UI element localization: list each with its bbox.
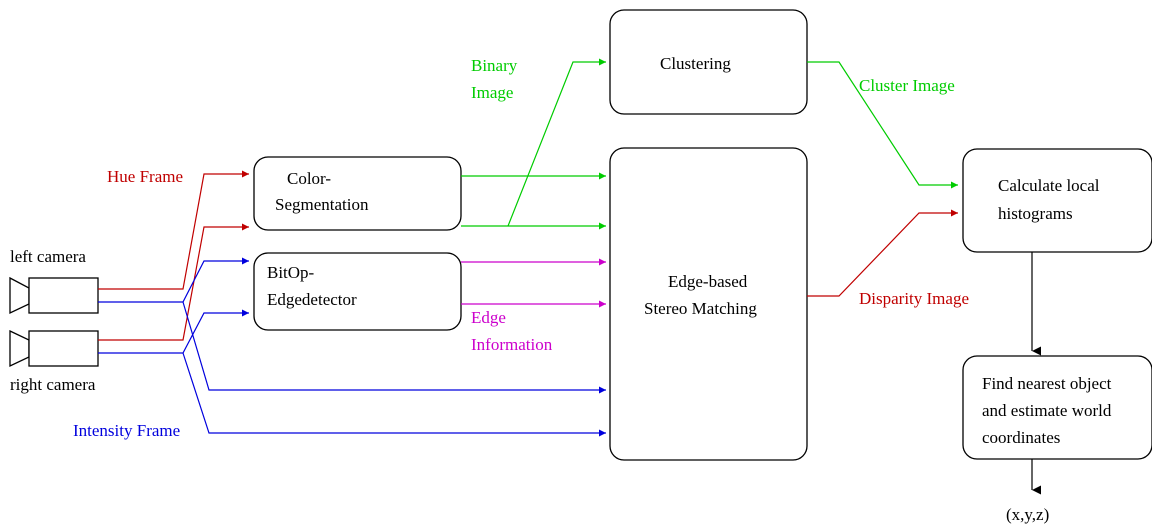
intensity-right-to-edgedetector-wire bbox=[98, 309, 249, 354]
nearest-object-label-2: and estimate world bbox=[982, 401, 1112, 420]
color-segmentation-label-1: Color- bbox=[287, 169, 331, 188]
hue-frame-right-wire bbox=[98, 223, 249, 341]
bitop-edgedetector-label-2: Edgedetector bbox=[267, 290, 357, 309]
disparity-image-wire bbox=[807, 209, 958, 297]
hue-frame-left-wire bbox=[98, 170, 249, 290]
stereo-matching-block bbox=[609, 147, 808, 461]
right-camera-icon bbox=[9, 329, 99, 368]
intensity-frame-label: Intensity Frame bbox=[73, 421, 180, 440]
stereo-matching-label-2: Stereo Matching bbox=[644, 299, 757, 318]
binary-image-label-1: Binary bbox=[471, 56, 518, 75]
clustering-label: Clustering bbox=[660, 54, 731, 73]
binary-image-to-clustering-wire bbox=[507, 58, 606, 227]
intensity-right-to-stereo-wire bbox=[182, 352, 606, 437]
color-segmentation-block bbox=[253, 156, 462, 231]
right-camera-label: right camera bbox=[10, 375, 96, 394]
nearest-object-label-1: Find nearest object bbox=[982, 374, 1112, 393]
edge-information-label-1: Edge bbox=[471, 308, 506, 327]
color-segmentation-label-2: Segmentation bbox=[275, 195, 369, 214]
output-coordinates-label: (x,y,z) bbox=[1006, 505, 1049, 524]
local-histograms-label-1: Calculate local bbox=[998, 176, 1100, 195]
left-camera-label: left camera bbox=[10, 247, 86, 266]
cluster-image-label: Cluster Image bbox=[859, 76, 955, 95]
bitop-edgedetector-label-1: BitOp- bbox=[267, 263, 315, 282]
binary-image-label-2: Image bbox=[471, 83, 513, 102]
left-camera-icon bbox=[9, 276, 99, 315]
cluster-image-wire bbox=[807, 61, 958, 189]
nearest-object-block bbox=[962, 355, 1152, 460]
nearest-object-label-3: coordinates bbox=[982, 428, 1060, 447]
intensity-left-to-stereo-wire bbox=[182, 301, 606, 394]
bitop-edgedetector-block bbox=[253, 252, 462, 331]
edge-information-label-2: Information bbox=[471, 335, 553, 354]
local-histograms-label-2: histograms bbox=[998, 204, 1073, 223]
hue-frame-label: Hue Frame bbox=[107, 167, 183, 186]
disparity-image-label: Disparity Image bbox=[859, 289, 969, 308]
intensity-left-to-edgedetector-wire bbox=[98, 257, 249, 303]
local-histograms-block bbox=[962, 148, 1152, 253]
stereo-matching-label-1: Edge-based bbox=[668, 272, 748, 291]
